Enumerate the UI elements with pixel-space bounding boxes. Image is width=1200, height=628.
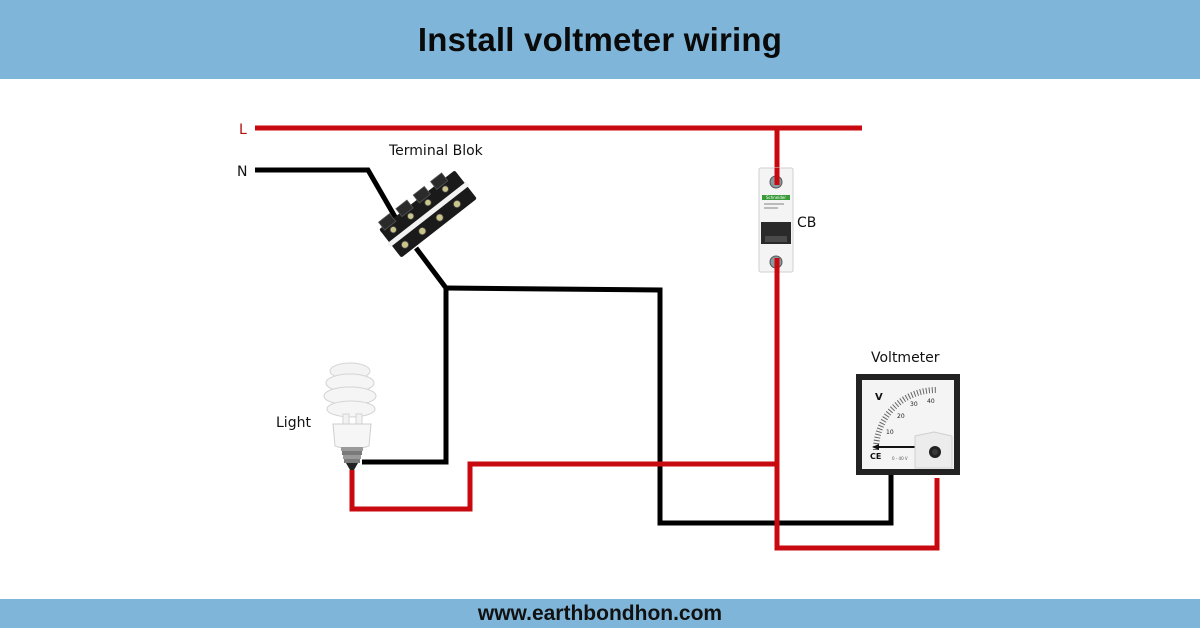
- scale-tick-20: 20: [897, 413, 905, 420]
- terminal-block: [377, 171, 477, 257]
- live-to-light-wire: [349, 461, 777, 512]
- scale-tick-30: 30: [910, 401, 918, 408]
- website-url: www.earthbondhon.com: [477, 601, 723, 625]
- neutral-label: N: [237, 164, 247, 180]
- voltmeter: V 10 20 30 40 CE 0 - 40 V: [856, 374, 960, 475]
- scale-tick-10: 10: [886, 429, 894, 436]
- voltmeter-unit: V: [875, 392, 883, 403]
- page-title: Install voltmeter wiring: [417, 20, 783, 58]
- light-bulb: [323, 362, 377, 470]
- breaker-label: CB: [797, 215, 816, 231]
- breaker-output-wire: [774, 262, 940, 551]
- neutral-supply-wire: [255, 167, 401, 224]
- light-label: Light: [276, 415, 311, 431]
- voltmeter-fine-print: 0 - 40 V: [892, 456, 908, 461]
- footer-banner: www.earthbondhon.com: [0, 599, 1200, 628]
- neutral-wires: [255, 167, 894, 526]
- line-label: L: [239, 122, 247, 138]
- terminal-block-label: Terminal Blok: [388, 143, 484, 159]
- title-banner: Install voltmeter wiring: [0, 0, 1200, 79]
- breaker-brand: Schneider: [766, 195, 786, 200]
- neutral-to-voltmeter-wire: [445, 285, 894, 526]
- scale-tick-40: 40: [927, 398, 935, 405]
- live-wires: [255, 125, 940, 551]
- neutral-to-light-wire: [362, 246, 449, 465]
- ce-mark: CE: [870, 452, 881, 461]
- voltmeter-label: Voltmeter: [871, 350, 940, 366]
